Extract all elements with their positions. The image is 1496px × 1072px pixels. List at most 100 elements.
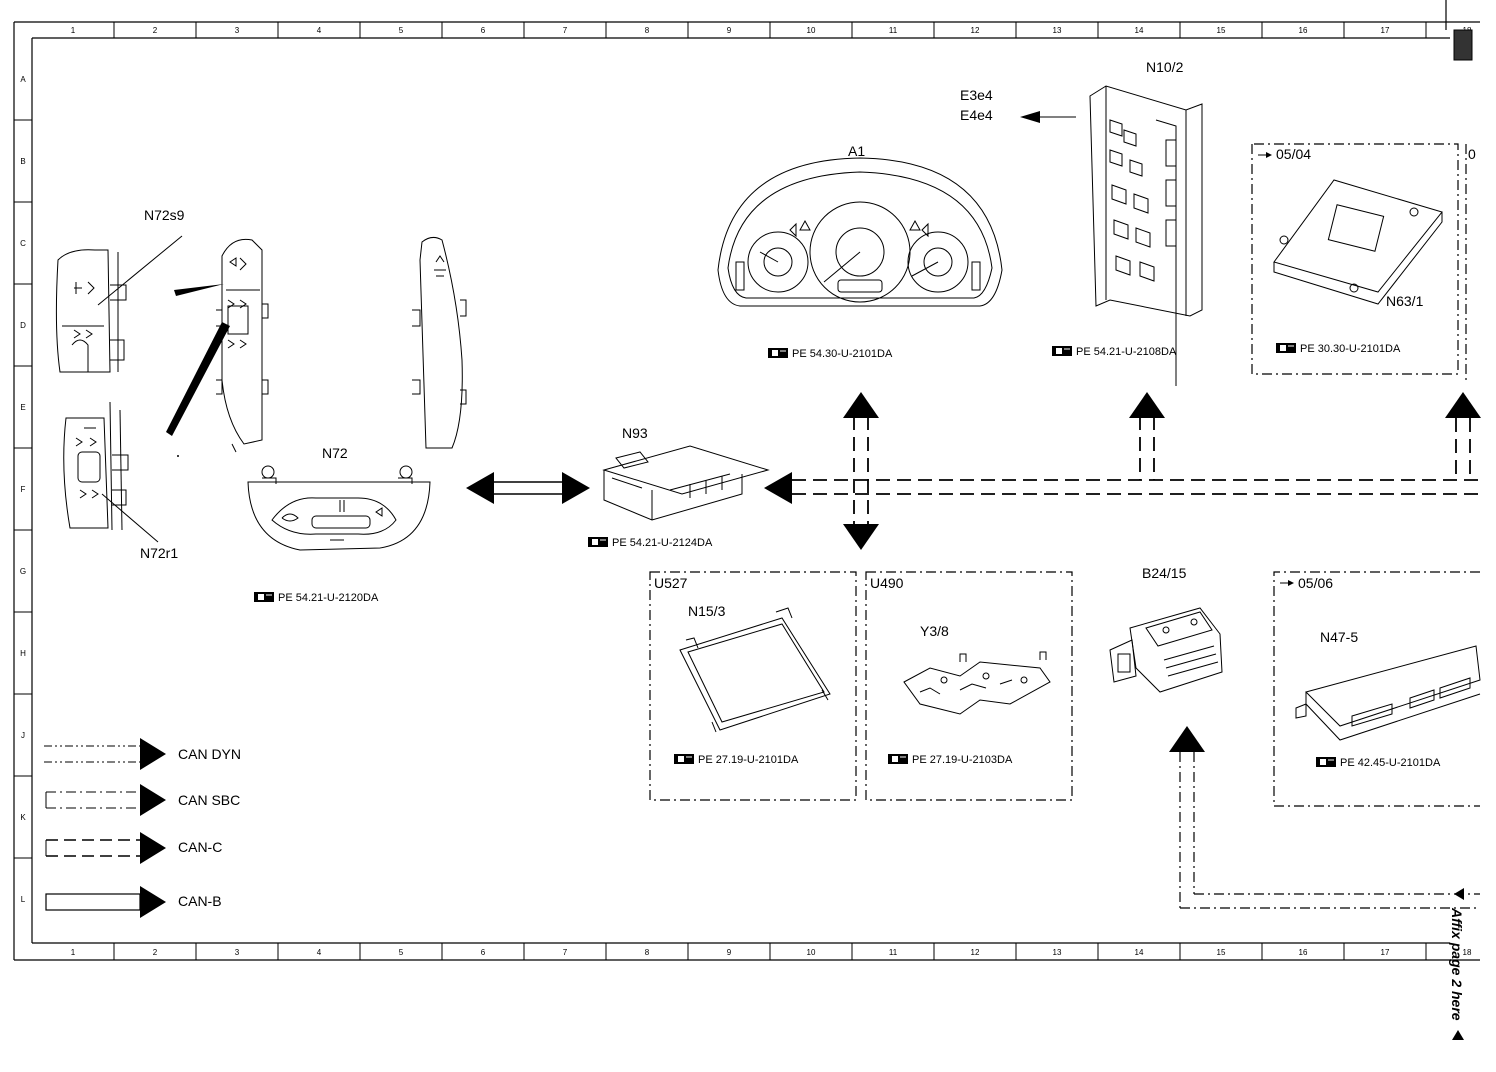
n10-2-sam-module-illustration (1089, 85, 1203, 386)
grid-col-label-top: 2 (153, 26, 158, 35)
grid-col-label-top: 15 (1217, 26, 1226, 35)
ref-y3-8: PE 27.19-U-2103DA (912, 754, 1013, 766)
grid-col-label-bottom: 16 (1299, 948, 1308, 957)
n47-5-module-illustration (1295, 645, 1481, 741)
sheet-frame (13, 0, 1480, 961)
legend-label-can-dyn: CAN DYN (178, 746, 241, 762)
can-c-arrowheads (764, 392, 1481, 550)
ref-n47-5: PE 42.45-U-2101DA (1340, 757, 1441, 769)
grid-row-label: A (20, 75, 26, 84)
a1-instrument-cluster-illustration (717, 157, 1003, 307)
grid-col-label-bottom: 4 (317, 948, 322, 957)
label-n63-1: N63/1 (1386, 293, 1424, 309)
reference-book-icon (674, 754, 694, 764)
grid-col-label-top: 5 (399, 26, 404, 35)
legend-can-b-symbol (45, 886, 166, 918)
label-n47-5: N47-5 (1320, 629, 1358, 645)
reference-book-icon (888, 754, 908, 764)
grid-col-label-top: 7 (563, 26, 568, 35)
label-n10-2: N10/2 (1146, 59, 1184, 75)
label-box-0504: 05/04 (1276, 146, 1311, 162)
label-box-0506: 05/06 (1298, 575, 1333, 591)
y3-8-valve-body-illustration (903, 651, 1051, 715)
grid-row-label: F (21, 485, 26, 494)
grid-row-ticks (14, 119, 32, 859)
legend-label-can-b: CAN-B (178, 893, 222, 909)
affix-marker-bottom (1452, 1030, 1464, 1040)
affix-marker-top (1454, 888, 1464, 900)
n72r1-switch-illustration (63, 401, 159, 543)
grid-col-label-top: 9 (727, 26, 732, 35)
switch-strip-front-illustration (216, 238, 269, 453)
grid-col-label-bottom: 13 (1053, 948, 1062, 957)
label-n93: N93 (622, 425, 648, 441)
pointer-wedge-upper (174, 284, 224, 296)
grid-col-label-bottom: 5 (399, 948, 404, 957)
grid-col-label-bottom: 6 (481, 948, 486, 957)
can-dyn-arrowhead (1169, 726, 1205, 752)
legend-can-dyn-symbol (44, 738, 166, 770)
ref-icons (254, 343, 1336, 767)
grid-col-label-bottom: 10 (807, 948, 816, 957)
label-n72r1: N72r1 (140, 545, 178, 561)
legend-label-can-sbc: CAN SBC (178, 792, 240, 808)
label-a1: A1 (848, 143, 865, 159)
reference-book-icon (1276, 343, 1296, 353)
can-b-link-n72-n93 (466, 472, 590, 504)
grid-col-label-top: 10 (807, 26, 816, 35)
label-e3e4: E3e4 (960, 87, 993, 103)
reference-book-icon (254, 592, 274, 602)
n72-control-panel-illustration (247, 465, 431, 551)
reference-book-icon (1316, 757, 1336, 767)
label-u490: U490 (870, 575, 904, 591)
reference-book-icon (1052, 346, 1072, 356)
label-e4e4: E4e4 (960, 107, 993, 123)
legend-label-can-c: CAN-C (178, 839, 222, 855)
grid-col-label-top: 11 (889, 26, 898, 35)
grid-col-label-top: 14 (1135, 26, 1144, 35)
grid-col-label-bottom: 3 (235, 948, 240, 957)
grid-col-label-bottom: 11 (889, 948, 898, 957)
grid-col-label-bottom: 7 (563, 948, 568, 957)
grid-row-label: H (20, 649, 26, 658)
grid-col-label-top: 16 (1299, 26, 1308, 35)
switch-strip-rear-illustration (412, 236, 467, 449)
grid-row-label: D (20, 321, 26, 330)
label-y3-8: Y3/8 (920, 623, 949, 639)
grid-col-label-bottom: 15 (1217, 948, 1226, 957)
box-0506-frame (1273, 571, 1480, 807)
grid-col-label-bottom: 17 (1381, 948, 1390, 957)
grid-col-label-top: 6 (481, 26, 486, 35)
reference-book-icon (588, 537, 608, 547)
grid-row-label: G (20, 567, 26, 576)
grid-row-label: E (20, 403, 25, 412)
label-box-0504-partial: 0 (1468, 146, 1476, 162)
label-u527: U527 (654, 575, 688, 591)
grid-row-label: B (20, 157, 25, 166)
box-0506-arrow-icon (1280, 580, 1294, 586)
box-0504-arrow-icon (1258, 152, 1272, 158)
grid-row-label: C (20, 239, 26, 248)
grid-col-label-bottom: 9 (727, 948, 732, 957)
grid-row-label: J (21, 731, 25, 740)
n93-module-illustration (602, 445, 770, 521)
ref-n93: PE 54.21-U-2124DA (612, 537, 713, 549)
pointer-wedge-lower (166, 322, 230, 436)
can-c-bus (792, 416, 1480, 524)
affix-page-note: Affix page 2 here (1449, 907, 1465, 1021)
legend-can-sbc-symbol (45, 784, 166, 816)
ref-n10-2: PE 54.21-U-2108DA (1076, 346, 1177, 358)
grid-col-label-top: 13 (1053, 26, 1062, 35)
ref-n15-3: PE 27.19-U-2101DA (698, 754, 799, 766)
grid-col-label-top: 3 (235, 26, 240, 35)
grid-col-label-bottom: 2 (153, 948, 158, 957)
box-u527-frame (649, 571, 1073, 801)
dot-mark (177, 455, 179, 457)
n15-3-module-illustration (679, 607, 831, 733)
ref-n63-1: PE 30.30-U-2101DA (1300, 343, 1401, 355)
grid-row-label: K (20, 813, 26, 822)
grid-col-label-bottom: 18 (1463, 948, 1472, 957)
